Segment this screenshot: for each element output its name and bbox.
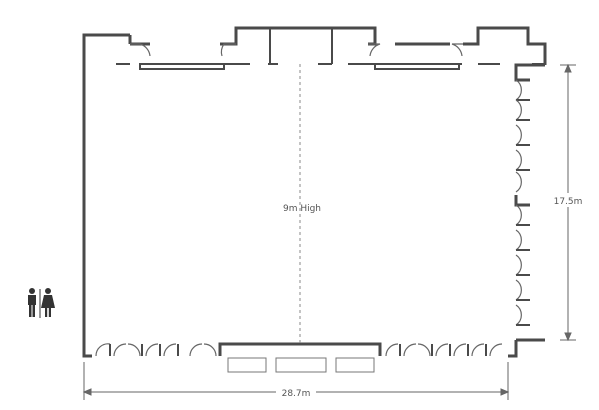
right-doors [515, 79, 530, 326]
top-doors [130, 43, 463, 57]
exterior-walls [82, 26, 547, 358]
ceiling-height-label: 9m High [283, 204, 321, 214]
top-partitions [116, 28, 545, 70]
restroom-icon [28, 288, 55, 318]
bottom-fixtures [227, 357, 375, 373]
bottom-doors [95, 343, 503, 357]
depth-dimension-label: 17.5m [554, 197, 583, 207]
width-dimension-label: 28.7m [282, 389, 311, 399]
